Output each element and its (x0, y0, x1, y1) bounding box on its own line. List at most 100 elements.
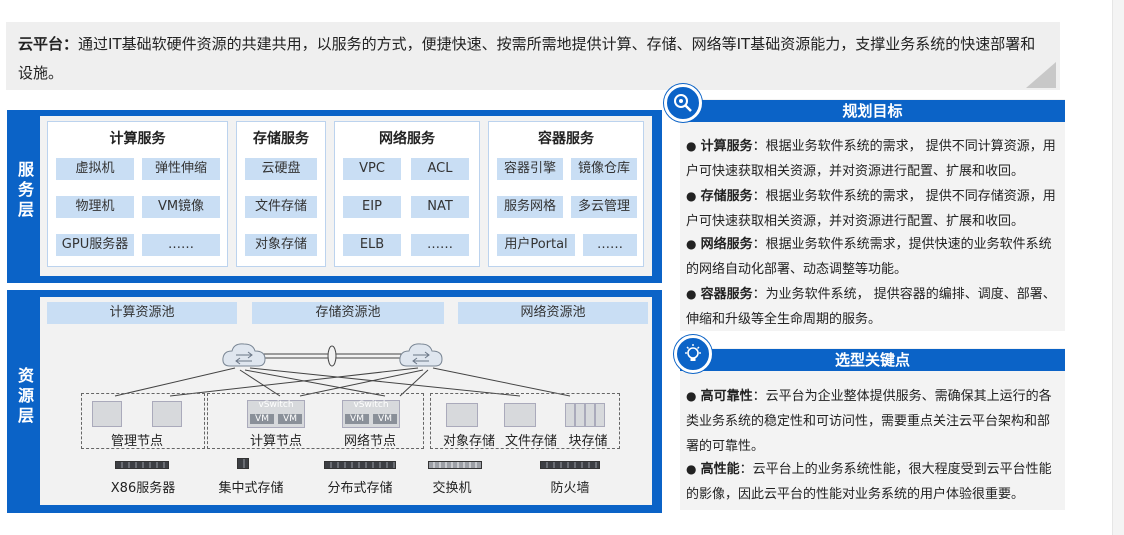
hw-label-firewall: 防火墙 (550, 481, 590, 496)
selection-icon-circle (674, 335, 712, 373)
chip-service-mesh[interactable]: 服务网格 (497, 196, 563, 218)
planning-item: ● 存储服务：根据业务软件系统的需求， 提供不同存储资源，用户可快速获取相关资源… (686, 184, 1058, 234)
planning-desc: ：为业务软件系统， 提供容器的编排、调度、部署、伸缩和升级等全生命周期的服务。 (686, 287, 1056, 327)
hw-label-distributed-storage: 分布式存储 (327, 481, 393, 496)
chip-image-repo[interactable]: 镜像仓库 (571, 158, 637, 180)
vswitch-label: vSwitch (353, 400, 389, 410)
lightbulb-icon (685, 344, 701, 361)
node-label-network: 网络节点 (343, 434, 396, 449)
selection-header: 选型关键点 (680, 349, 1065, 371)
block-storage-icon (565, 403, 605, 427)
node-label-compute: 计算节点 (249, 434, 302, 449)
planning-item: ● 网络服务：根据业务软件系统需求，提供快速的业务软件系统的网络自动化部署、动态… (686, 232, 1058, 282)
firewall-icon (540, 461, 600, 469)
vm-label: VM (373, 414, 397, 424)
chip-object-storage[interactable]: 对象存储 (245, 234, 317, 256)
network-service-title: 网络服务 (379, 131, 435, 147)
storage-pool: 存储资源池 (252, 302, 444, 324)
distributed-storage-icon (324, 461, 396, 469)
chip-file-storage[interactable]: 文件存储 (245, 196, 317, 218)
bullet-dot-icon: ● (686, 139, 697, 153)
planning-icon-circle (664, 84, 702, 122)
node-label-management: 管理节点 (110, 434, 163, 449)
chip-vm-image[interactable]: VM镜像 (142, 196, 220, 218)
bullet-dot-icon: ● (686, 389, 697, 403)
chip-acl[interactable]: ACL (411, 158, 469, 180)
vm-label: VM (278, 414, 302, 424)
intro-body: 通过IT基础软硬件资源的共建共用，以服务的方式，便捷快速、按需所需地提供计算、存… (18, 35, 1036, 82)
planning-term: 容器服务 (700, 287, 753, 302)
server-icon (152, 401, 182, 427)
storage-service-title: 存储服务 (253, 131, 309, 147)
bullet-dot-icon: ● (686, 462, 697, 476)
chip-vm[interactable]: 虚拟机 (56, 158, 134, 180)
chip-user-portal[interactable]: 用户Portal (497, 234, 575, 256)
bullet-dot-icon: ● (686, 287, 697, 301)
selection-item: ● 高性能：云平台上的业务系统性能，很大程度受到云平台性能的影像，因此云平台的性… (686, 457, 1058, 507)
planning-item: ● 计算服务：根据业务软件系统的需求， 提供不同计算资源，用户可快速获取相关资源… (686, 134, 1058, 184)
vm-label: VM (250, 414, 274, 424)
compute-network-node-box (207, 393, 424, 449)
service-layer-title: 服务层 (17, 160, 34, 219)
gear-search-icon (674, 94, 692, 112)
management-node-box (81, 393, 205, 449)
node-label-object-storage: 对象存储 (442, 434, 495, 449)
planning-term: 计算服务 (700, 139, 753, 154)
selection-desc: ：云平台为企业整体提供服务、需确保其上运行的各类业务系统的稳定性和可访问性，需要… (686, 389, 1052, 454)
chip-container-more[interactable]: …… (583, 234, 637, 256)
planning-desc: ：根据业务软件系统需求，提供快速的业务软件系统的网络自动化部署、动态调整等功能。 (686, 237, 1052, 277)
selection-term: 高性能 (700, 462, 740, 477)
planning-card (680, 99, 1065, 331)
planning-desc: ：根据业务软件系统的需求， 提供不同计算资源，用户可快速获取相关资源，并对资源进… (686, 139, 1056, 179)
storage-node-box (430, 393, 620, 449)
intro-text: 云平台：通过IT基础软硬件资源的共建共用，以服务的方式，便捷快速、按需所需地提供… (18, 30, 1048, 88)
compute-pool: 计算资源池 (47, 302, 237, 324)
container-service-title: 容器服务 (538, 131, 594, 147)
chip-nat[interactable]: NAT (411, 196, 469, 218)
chip-autoscaling[interactable]: 弹性伸缩 (142, 158, 220, 180)
chip-container-engine[interactable]: 容器引擎 (497, 158, 563, 180)
storage-server-icon (504, 403, 536, 427)
chip-network-more[interactable]: …… (411, 234, 469, 256)
intro-label: 云平台： (18, 35, 79, 53)
central-storage-icon (237, 458, 249, 469)
hw-label-switch: 交换机 (432, 481, 472, 496)
hw-label-central-storage: 集中式存储 (218, 481, 284, 496)
selection-item: ● 高可靠性：云平台为企业整体提供服务、需确保其上运行的各类业务系统的稳定性和可… (686, 384, 1058, 459)
scrollbar-track[interactable] (1112, 0, 1124, 535)
planning-desc: ：根据业务软件系统的需求， 提供不同存储资源，用户可快速获取相关资源，并对资源进… (686, 189, 1056, 229)
chip-vpc[interactable]: VPC (343, 158, 401, 180)
selection-term: 高可靠性 (700, 389, 753, 404)
network-pool: 网络资源池 (458, 302, 648, 324)
server-icon (92, 401, 122, 427)
resource-layer-title: 资源层 (17, 366, 34, 425)
intro-banner (6, 22, 1060, 90)
x86-server-icon (115, 461, 169, 469)
chip-elb[interactable]: ELB (343, 234, 401, 256)
cloud-router-icon (222, 343, 266, 367)
network-topology (114, 345, 571, 397)
page-fold-decoration (1026, 62, 1056, 88)
vm-label: VM (345, 414, 369, 424)
chip-eip[interactable]: EIP (343, 196, 401, 218)
bullet-dot-icon: ● (686, 189, 697, 203)
chip-gpu-server[interactable]: GPU服务器 (56, 234, 134, 256)
hw-label-x86: X86服务器 (110, 481, 176, 496)
node-label-block-storage: 块存储 (568, 434, 608, 449)
chip-compute-more[interactable]: …… (142, 234, 220, 256)
chip-cloud-disk[interactable]: 云硬盘 (245, 158, 317, 180)
planning-term: 存储服务 (700, 189, 753, 204)
cloud-router-icon (399, 343, 443, 367)
node-label-file-storage: 文件存储 (504, 434, 557, 449)
selection-desc: ：云平台上的业务系统性能，很大程度受到云平台性能的影像，因此云平台的性能对业务系… (686, 462, 1052, 502)
storage-server-icon (446, 403, 478, 427)
planning-item: ● 容器服务：为业务软件系统， 提供容器的编排、调度、部署、伸缩和升级等全生命周… (686, 282, 1058, 332)
planning-term: 网络服务 (700, 237, 753, 252)
chip-multicloud[interactable]: 多云管理 (571, 196, 637, 218)
selection-card (680, 348, 1065, 510)
planning-header: 规划目标 (680, 100, 1065, 122)
compute-service-title: 计算服务 (109, 131, 166, 147)
bullet-dot-icon: ● (686, 237, 697, 251)
switch-icon (428, 461, 482, 469)
chip-bare-metal[interactable]: 物理机 (56, 196, 134, 218)
